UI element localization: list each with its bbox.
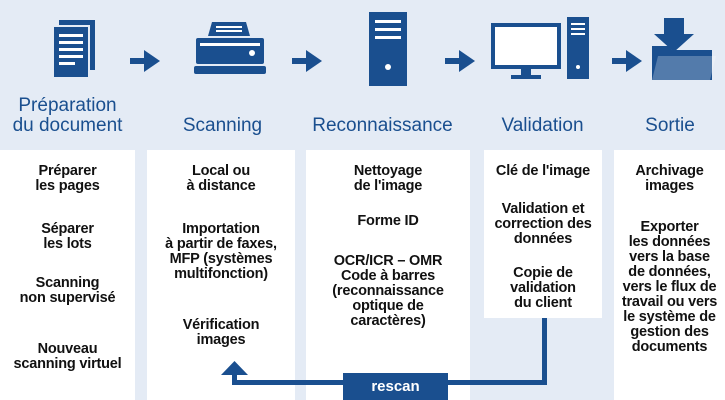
arrow-right-icon — [292, 50, 322, 77]
panel-reconnaissance: Nettoyage de l'image Forme ID OCR/ICR – … — [306, 150, 470, 400]
list-item: Local ou à distance — [186, 163, 256, 194]
panel-scanning: Local ou à distance Importation à partir… — [147, 150, 295, 400]
stage-title-preparation: Préparation du document — [12, 95, 123, 136]
panel-sortie: Archivage images Exporter les données ve… — [614, 150, 725, 400]
list-item: Scanning non supervisé — [19, 275, 116, 306]
rescan-loop-line — [232, 372, 237, 385]
stage-title-sortie: Sortie — [645, 115, 695, 136]
list-item: Nouveau scanning virtuel — [13, 341, 122, 372]
list-item: OCR/ICR – OMR Code à barres (reconnaissa… — [332, 253, 444, 329]
list-item: Vérification images — [182, 317, 260, 348]
list-item: Archivage images — [635, 163, 704, 194]
folder-output-icon — [640, 10, 725, 88]
rescan-loop-line — [542, 318, 547, 384]
list-item: Validation et correction des données — [494, 201, 592, 247]
list-item: Séparer les lots — [41, 221, 94, 252]
stage-title-reconnaissance: Reconnaissance — [312, 115, 453, 136]
arrow-right-icon — [130, 50, 160, 77]
list-item: Nettoyage de l'image — [353, 163, 423, 194]
arrow-right-icon — [445, 50, 475, 77]
stage-title-scanning: Scanning — [182, 115, 263, 136]
server-icon — [325, 10, 450, 88]
list-item: Exporter les données vers la base de don… — [621, 219, 718, 355]
scanner-icon — [165, 10, 295, 88]
list-item: Forme ID — [357, 213, 419, 229]
rescan-button[interactable]: rescan — [343, 373, 448, 400]
panel-validation: Clé de l'image Validation et correction … — [484, 150, 602, 318]
document-icon — [10, 10, 140, 88]
panel-preparation: Préparer les pages Séparer les lots Scan… — [0, 150, 135, 400]
list-item: Copie de validation du client — [510, 265, 576, 311]
workstation-icon — [478, 10, 603, 88]
list-item: Clé de l'image — [495, 163, 591, 179]
arrow-right-icon — [612, 50, 642, 77]
list-item: Importation à partir de faxes, MFP (syst… — [165, 221, 277, 282]
list-item: Préparer les pages — [35, 163, 100, 194]
stage-title-validation: Validation — [501, 115, 584, 136]
arrow-up-icon — [221, 361, 248, 380]
